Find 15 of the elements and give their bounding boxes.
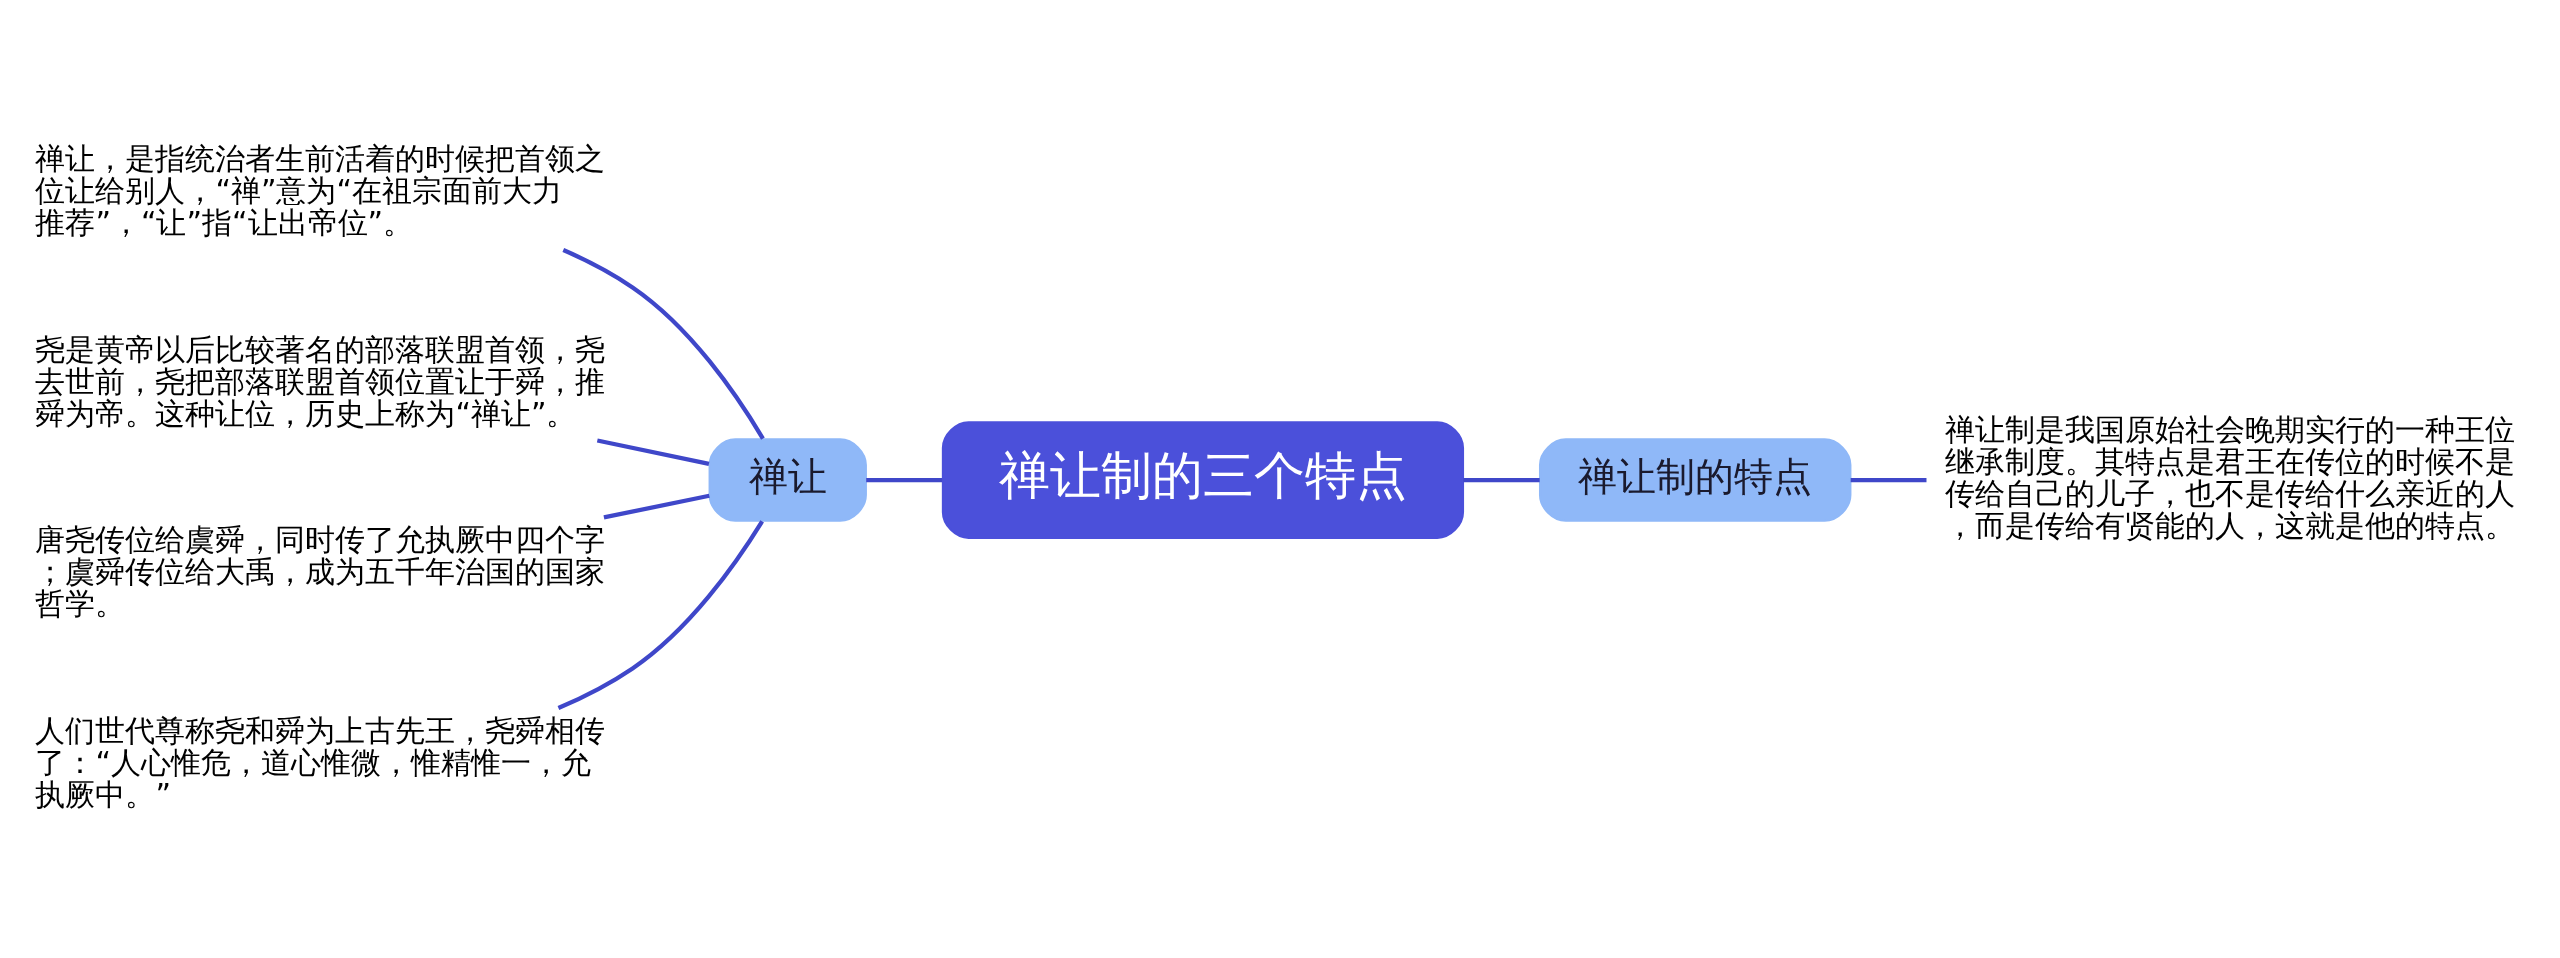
node-box: 禅让 xyxy=(708,438,867,522)
node-text: 人们世代尊称尧和舜为上古先王，尧舜相传了：“人心惟危，道心惟微，惟精惟一，允执厥中。” xyxy=(35,712,606,812)
node-box: 禅让制的特点 xyxy=(1538,438,1852,522)
connector xyxy=(866,477,943,483)
node-text: 尧是黄帝以后比较著名的部落联盟首领，尧去世前，尧把部落联盟首领位置让于舜，推舜为帝。这种让位，历史上称为“禅让”。 xyxy=(35,331,606,431)
node-text: 唐尧传位给虞舜，同时传了允执厥中四个字；虞舜传位给大禹，成为五千年治国的国家哲学。 xyxy=(35,522,606,622)
connector xyxy=(1463,477,1540,483)
node-text: 禅让，是指统治者生前活着的时候把首领之位让给别人，“禅”意为“在祖宗面前大力推荐”，“让”指“让出帝位”。 xyxy=(35,141,606,241)
connector xyxy=(603,493,710,520)
node-text: 禅让制是我国原始社会晚期实行的一种王位继承制度。其特点是君王在传位的时候不是传给自己的儿子，也不是传给什么亲近的人，而是传给有贤能的人，这就是他的特点。 xyxy=(1944,411,2515,544)
connector xyxy=(596,438,710,467)
connector xyxy=(562,248,765,440)
connector xyxy=(557,520,764,710)
node-box: 禅让制的三个特点 xyxy=(941,421,1465,539)
connector xyxy=(1850,477,1927,483)
